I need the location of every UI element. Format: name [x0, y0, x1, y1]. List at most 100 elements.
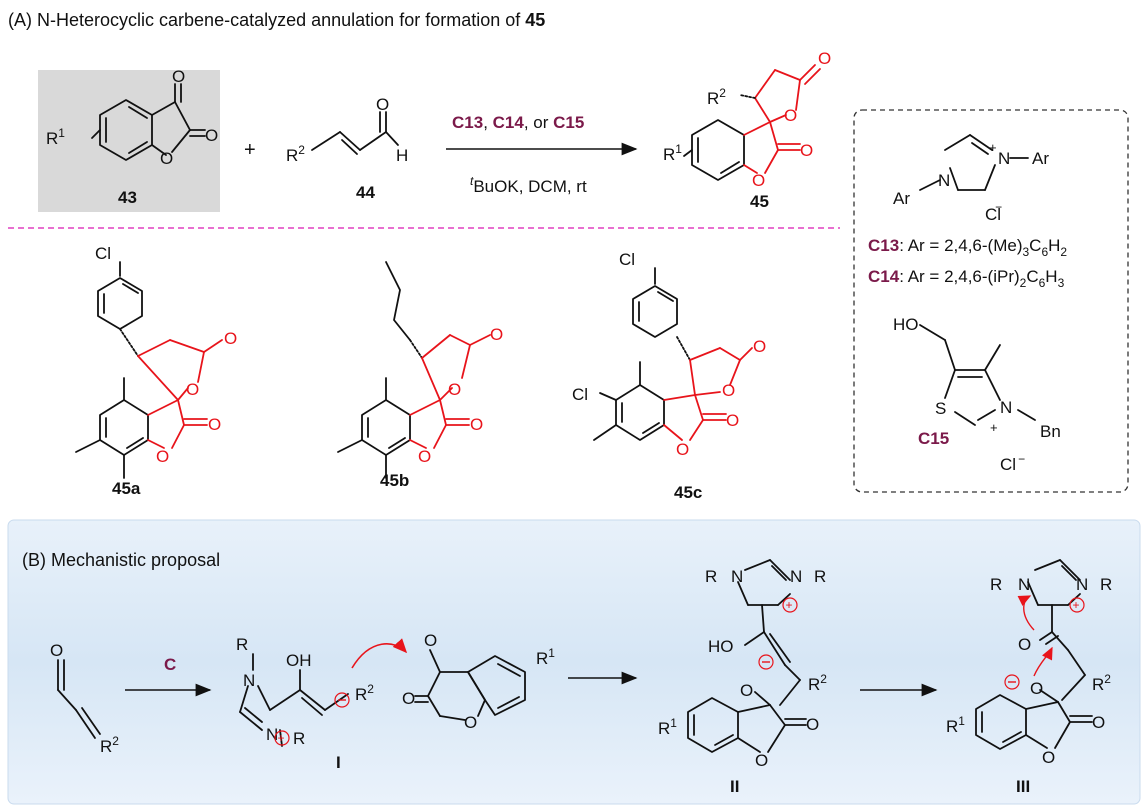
r1-label-43: R1	[46, 126, 65, 148]
svg-text:O: O	[50, 641, 63, 660]
intermediate-I-label: I	[336, 753, 341, 772]
svg-text:+: +	[786, 598, 793, 612]
svg-text:N: N	[790, 567, 802, 586]
example-45c-label: 45c	[674, 483, 702, 502]
dione-structure	[414, 649, 526, 721]
svg-text:N: N	[998, 149, 1010, 168]
svg-text:O: O	[186, 380, 199, 399]
svg-text:O: O	[160, 149, 173, 168]
imidazolium-structure	[919, 134, 1029, 191]
intermediate-II-structure	[687, 559, 807, 753]
svg-text:O: O	[424, 631, 437, 650]
example-45b-structure	[337, 261, 491, 479]
panel-b-background	[7, 519, 1141, 805]
svg-text:O: O	[800, 141, 813, 160]
svg-text:O: O	[806, 715, 819, 734]
svg-text:O: O	[755, 751, 768, 770]
thiazolium-structure	[919, 324, 1036, 426]
example-45b-label: 45b	[380, 471, 409, 490]
svg-text:N: N	[1076, 575, 1088, 594]
svg-text:R2: R2	[286, 143, 305, 165]
svg-text:Bn: Bn	[1040, 422, 1061, 441]
svg-text:O: O	[376, 95, 389, 114]
intermediate-II-label: II	[730, 777, 739, 796]
svg-text:O: O	[1042, 748, 1055, 767]
electron-arrow-1	[351, 638, 408, 669]
svg-text:R: R	[1100, 575, 1112, 594]
plus-sign: +	[244, 139, 256, 161]
svg-text:Ar: Ar	[1032, 149, 1049, 168]
panel-b-title: (B) Mechanistic proposal	[22, 550, 220, 570]
svg-text:O: O	[448, 380, 461, 399]
svg-text:Cl−: Cl−	[985, 200, 1002, 224]
svg-text:N: N	[1000, 398, 1012, 417]
c15-label: C15	[918, 429, 949, 448]
svg-text:+: +	[990, 420, 998, 435]
compound-45-structure	[683, 64, 821, 181]
svg-text:O: O	[490, 325, 503, 344]
svg-text:Cl: Cl	[95, 244, 111, 263]
compound-43-highlight	[38, 70, 220, 212]
svg-text:O: O	[752, 171, 765, 190]
svg-text:R1: R1	[658, 716, 677, 738]
svg-text:O: O	[470, 415, 483, 434]
catalyst-c-label: C	[164, 655, 176, 674]
svg-text:R1: R1	[663, 142, 682, 164]
conditions-text: tBuOK, DCM, rt	[470, 174, 587, 196]
svg-text:R1: R1	[536, 646, 555, 668]
svg-text:R: R	[236, 635, 248, 654]
svg-text:O: O	[156, 447, 169, 466]
svg-text:R: R	[990, 575, 1002, 594]
svg-text:N: N	[243, 671, 255, 690]
compound-43-structure	[91, 83, 206, 161]
svg-text:O: O	[753, 337, 766, 356]
svg-text:R2: R2	[1092, 672, 1111, 694]
svg-text:O: O	[224, 329, 237, 348]
svg-text:O: O	[205, 126, 218, 145]
svg-text:O: O	[464, 713, 477, 732]
intermediate-III-label: III	[1016, 777, 1030, 796]
catalyst-list: C13, C14, or C15	[452, 113, 584, 132]
svg-text:O: O	[676, 440, 689, 459]
catalyst-box	[853, 109, 1129, 493]
compound-45-label: 45	[750, 192, 769, 211]
svg-text:O: O	[172, 67, 185, 86]
c14-definition: C14: Ar = 2,4,6-(iPr)2C6H3	[868, 267, 1065, 290]
svg-text:O: O	[402, 689, 415, 708]
svg-text:R: R	[705, 567, 717, 586]
svg-text:OH: OH	[286, 651, 312, 670]
example-45a-label: 45a	[112, 479, 141, 498]
svg-text:R2: R2	[808, 672, 827, 694]
electron-arrow-3	[1033, 646, 1053, 677]
compound-44-structure	[311, 111, 399, 155]
svg-text:Cl−: Cl−	[1000, 452, 1025, 474]
svg-text:O: O	[818, 49, 831, 68]
svg-text:O: O	[740, 681, 753, 700]
svg-text:O: O	[784, 106, 797, 125]
svg-text:N: N	[731, 567, 743, 586]
svg-text:N: N	[938, 171, 950, 190]
compound-44-label: 44	[356, 183, 375, 202]
svg-text:O: O	[1018, 635, 1031, 654]
intermediate-III-structure	[975, 559, 1093, 750]
c13-definition: C13: Ar = 2,4,6-(Me)3C6H2	[868, 236, 1067, 259]
svg-text:+: +	[989, 140, 997, 155]
svg-text:HO: HO	[893, 315, 919, 334]
svg-text:H: H	[396, 146, 408, 165]
svg-text:O: O	[726, 411, 739, 430]
svg-text:Cl: Cl	[619, 250, 635, 269]
svg-text:O: O	[418, 447, 431, 466]
svg-text:R: R	[814, 567, 826, 586]
electron-arrow-2	[1017, 595, 1035, 631]
enal-structure	[57, 659, 101, 739]
intermediate-I-structure	[239, 653, 349, 747]
svg-text:R2: R2	[355, 682, 374, 704]
svg-text:R1: R1	[946, 714, 965, 736]
svg-text:S: S	[935, 399, 946, 418]
example-45a-structure	[75, 261, 223, 479]
svg-text:O: O	[722, 381, 735, 400]
svg-text:+: +	[278, 731, 285, 745]
svg-text:N: N	[1018, 575, 1030, 594]
svg-text:HO: HO	[708, 637, 734, 656]
